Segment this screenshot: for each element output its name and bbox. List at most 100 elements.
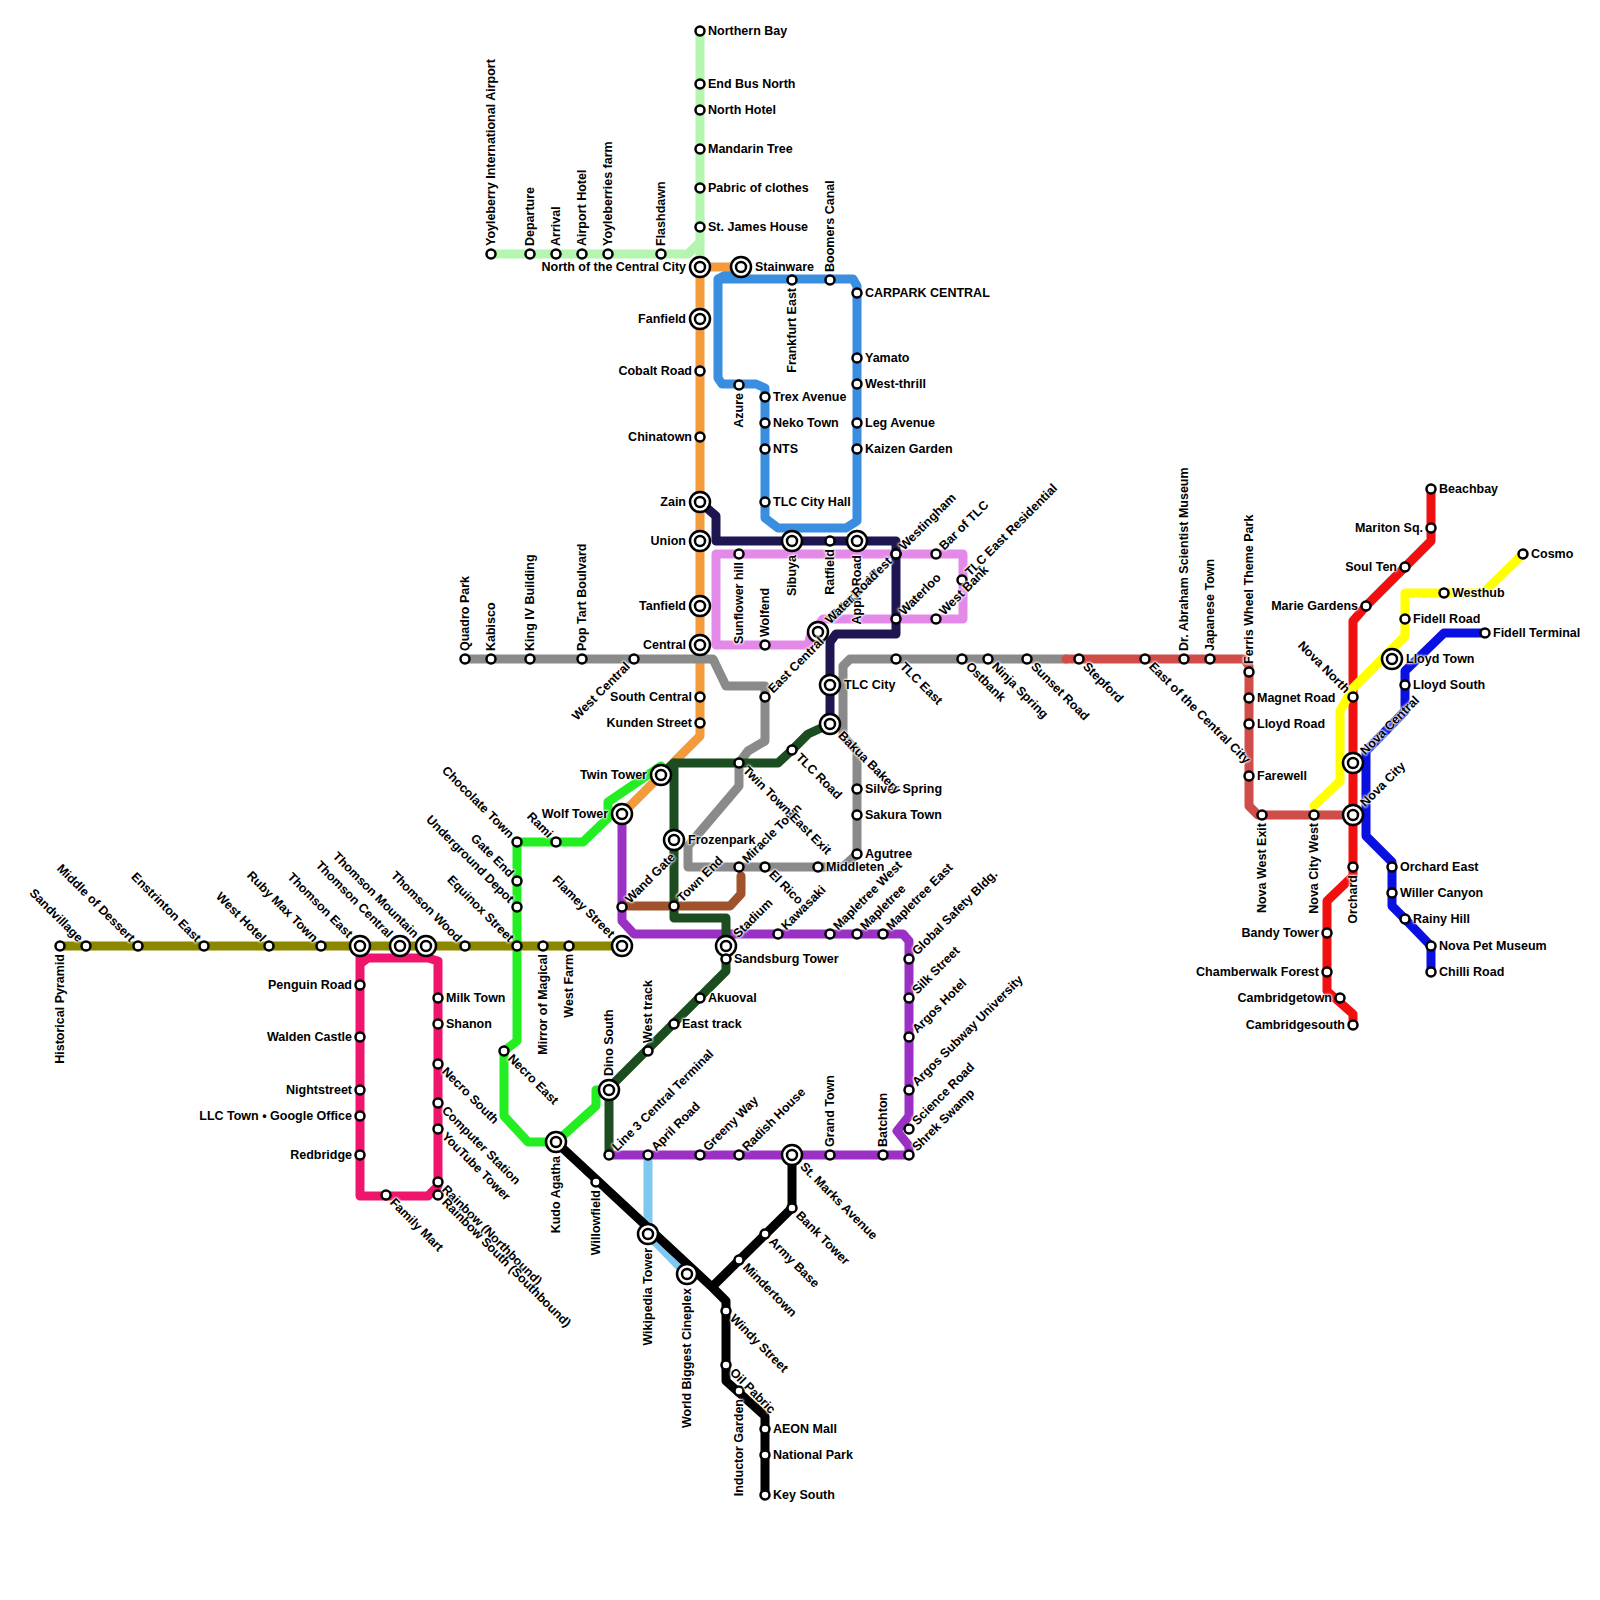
station-circle: [788, 1204, 797, 1213]
interchange-marker: [782, 1145, 802, 1165]
station-dot: [1388, 863, 1397, 872]
station-circle: [487, 655, 496, 664]
station-circle: [526, 250, 535, 259]
station-dot: [605, 1151, 614, 1160]
interchange-marker: [1382, 649, 1402, 669]
station-label: Historical Pyramid: [53, 954, 68, 1064]
station-circle: [1075, 655, 1084, 664]
station-circle: [434, 994, 443, 1003]
interchange-marker: [690, 531, 710, 551]
station-dot: [434, 994, 443, 1003]
station-dot: [1401, 915, 1410, 924]
station-dot: [618, 903, 627, 912]
station-label: Nova North: [1294, 638, 1352, 696]
station-markers: [8, 6, 1576, 1574]
station-label: Pabric of clothes: [708, 181, 809, 196]
station-dot: [932, 615, 941, 624]
station-dot: [735, 550, 744, 559]
station-dot: [670, 1020, 679, 1029]
station-dot: [735, 863, 744, 872]
station-dot: [696, 1151, 705, 1160]
station-label: Fidell Terminal: [1493, 626, 1580, 641]
station-label: Sunflower hill: [732, 562, 747, 644]
station-circle: [1401, 563, 1410, 572]
station-dot: [657, 250, 666, 259]
station-label: Batchton: [876, 1093, 891, 1147]
station-label: Twin Tower: [580, 768, 647, 783]
interchange-ring: [638, 1224, 658, 1244]
station-dot: [696, 719, 705, 728]
station-dot: [853, 811, 862, 820]
interchange-core: [695, 640, 705, 650]
station-circle: [853, 445, 862, 454]
station-label: Nova Central: [1358, 693, 1423, 758]
interchange-ring: [612, 936, 632, 956]
interchange-marker: [390, 936, 410, 956]
station-circle: [1440, 589, 1449, 598]
station-dot: [1245, 668, 1254, 677]
station-label: Kabisco: [484, 602, 499, 651]
station-dot: [905, 1033, 914, 1042]
interchange-ring: [782, 531, 802, 551]
station-circle: [696, 184, 705, 193]
station-label: Milk Town: [446, 991, 506, 1006]
interchange-core: [825, 719, 835, 729]
station-label: Soul Ten: [1345, 560, 1397, 575]
station-circle: [1023, 655, 1032, 664]
station-dot: [826, 276, 835, 285]
station-label: Yoyleberries farm: [601, 141, 616, 246]
station-label: Sakura Town: [865, 808, 942, 823]
station-circle: [82, 942, 91, 951]
metro-map: Yoyleberry International AirportDepartur…: [8, 6, 1576, 1574]
station-dot: [735, 381, 744, 390]
station-label: Nova West Exit: [1255, 823, 1270, 913]
station-dot: [1323, 968, 1332, 977]
station-dot: [761, 419, 770, 428]
station-label: Yoyleberry International Airport: [484, 59, 499, 246]
station-circle: [1349, 863, 1358, 872]
station-dot: [761, 1491, 770, 1500]
station-dot: [565, 942, 574, 951]
interchange-core: [669, 835, 679, 845]
station-label: Penguin Road: [268, 978, 352, 993]
station-circle: [1245, 720, 1254, 729]
station-dot: [513, 877, 522, 886]
station-label: Willer Canyon: [1400, 886, 1483, 901]
station-circle: [592, 1178, 601, 1187]
station-label: Kaizen Garden: [865, 442, 953, 457]
station-label: Lloyd Town: [1406, 652, 1475, 667]
station-circle: [774, 930, 783, 939]
station-dot: [1245, 720, 1254, 729]
station-label: Key South: [773, 1488, 835, 1503]
station-dot: [356, 1033, 365, 1042]
station-dot: [539, 942, 548, 951]
station-circle: [696, 693, 705, 702]
station-label: Magnet Road: [1257, 691, 1335, 706]
station-dot: [761, 393, 770, 402]
station-label: Grand Town: [823, 1075, 838, 1147]
station-label: Dr. Abraham Scientist Museum: [1177, 467, 1192, 651]
interchange-core: [736, 262, 746, 272]
station-circle: [1206, 655, 1215, 664]
station-dot: [265, 942, 274, 951]
station-dot: [434, 1125, 443, 1134]
station-dot: [82, 942, 91, 951]
station-label: Silver Spring: [865, 782, 942, 797]
station-circle: [539, 942, 548, 951]
station-circle: [761, 393, 770, 402]
station-circle: [761, 1451, 770, 1460]
station-dot: [761, 498, 770, 507]
interchange-core: [1348, 758, 1358, 768]
station-circle: [382, 1191, 391, 1200]
station-label: North Hotel: [708, 103, 776, 118]
station-dot: [1401, 681, 1410, 690]
interchange-ring: [1343, 805, 1363, 825]
station-circle: [853, 289, 862, 298]
station-dot: [853, 354, 862, 363]
station-circle: [905, 1033, 914, 1042]
station-circle: [696, 80, 705, 89]
station-label: World Biggest Cineplex: [680, 1288, 695, 1428]
station-dot: [722, 1361, 731, 1370]
station-dot: [735, 1151, 744, 1160]
station-circle: [526, 655, 535, 664]
